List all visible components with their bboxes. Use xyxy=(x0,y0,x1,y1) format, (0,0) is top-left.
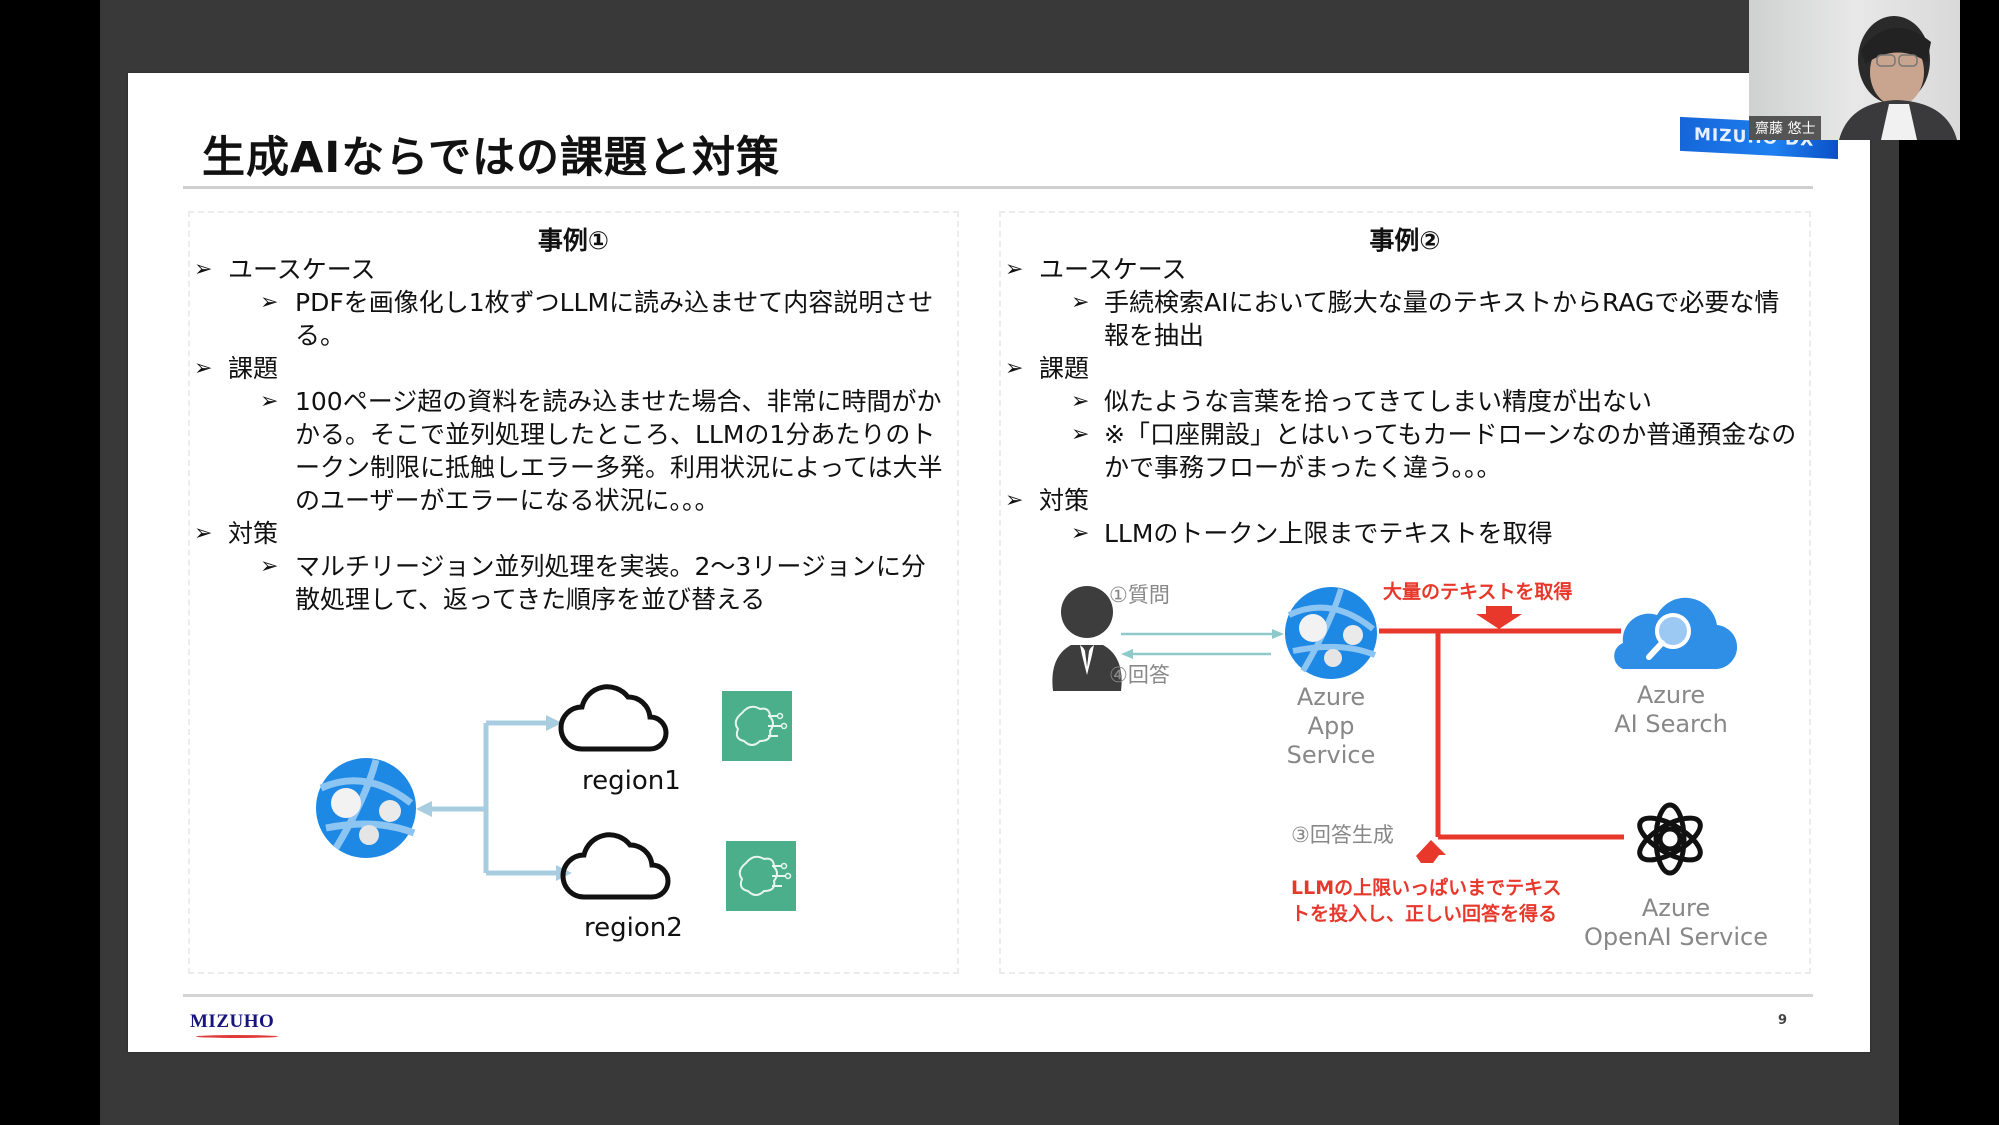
flow-lines xyxy=(1379,628,1624,840)
bullet-arrow-icon: ➢ xyxy=(194,356,213,381)
webcam-thumbnail[interactable]: 齋藤 悠士 xyxy=(1749,0,1960,140)
participant-name: 齋藤 悠士 xyxy=(1749,116,1822,140)
app-service-label: Azure App Service xyxy=(1261,683,1401,770)
right-margin xyxy=(1899,0,1999,1125)
sub-bullet: ➢ マルチリージョン並列処理を実装。2〜3リージョンに分散処理して、返ってきた順序… xyxy=(190,550,957,616)
bullet-usecase: ➢ ユースケース xyxy=(1001,253,1809,286)
footer-divider xyxy=(183,994,1813,997)
section-label: ユースケース xyxy=(1039,255,1187,284)
user-icon xyxy=(1052,586,1122,691)
app-service-label-line2: App Service xyxy=(1286,712,1376,769)
bullet-issue: ➢ 課題 xyxy=(1001,352,1809,385)
bullet-arrow-icon: ➢ xyxy=(1005,257,1024,282)
question-arrow-head xyxy=(1272,629,1284,639)
participant-video xyxy=(1839,16,1957,140)
callout-up-arrow xyxy=(1416,840,1446,863)
bullet-arrow-icon: ➢ xyxy=(194,521,213,546)
sub-bullet: ➢ 似たような言葉を拾ってきてしまい精度が出ない xyxy=(1001,385,1809,418)
openai-label-line1: Azure xyxy=(1641,894,1711,922)
sub-bullet: ➢ LLMのトークン上限までテキストを取得 xyxy=(1001,517,1809,550)
connector-lines xyxy=(430,720,558,876)
ai-search-label: Azure AI Search xyxy=(1601,681,1741,739)
bullet-arrow-icon: ➢ xyxy=(260,290,279,315)
ai-brain-icon-region1 xyxy=(722,691,792,761)
ai-search-label-line1: Azure xyxy=(1636,681,1706,709)
slide: 生成AIならではの課題と対策 MIZUHO DX 事例① ➢ユースケース ➢PD… xyxy=(128,73,1870,1052)
section-label: 対策 xyxy=(228,519,279,548)
multiregion-diagram xyxy=(316,684,796,911)
bullet-arrow-icon: ➢ xyxy=(1005,356,1024,381)
rag-diagram xyxy=(1052,586,1738,876)
case1-panel: 事例① ➢ ユースケース ➢ PDFを画像化し1枚ずつLLMに読み込ませて内容説明さ… xyxy=(188,211,959,974)
sub-bullet: ➢ PDFを画像化し1枚ずつLLMに読み込ませて内容説明させる。 xyxy=(190,286,957,352)
ai-search-icon xyxy=(1614,597,1738,670)
callout-bottom: LLMの上限いっぱいまでテキス トを投入し、正しい回答を得る xyxy=(1291,875,1562,927)
callout-down-arrow xyxy=(1476,606,1522,629)
app-service-icon xyxy=(316,758,416,858)
section-label: 課題 xyxy=(228,354,279,383)
bullet-arrow-icon: ➢ xyxy=(1071,389,1090,414)
openai-label: Azure OpenAI Service xyxy=(1581,894,1771,952)
step4-label: ④回答 xyxy=(1109,663,1170,687)
bullet-issue: ➢ 課題 xyxy=(190,352,957,385)
sub-bullet-text: 100ページ超の資料を読み込ませた場合、非常に時間がかかる。そこで並列処理したと… xyxy=(295,387,943,515)
arrow-to-region1 xyxy=(546,715,562,731)
step3-label: ③回答生成 xyxy=(1291,823,1394,847)
arrow-to-app xyxy=(416,801,432,817)
bullet-arrow-icon: ➢ xyxy=(1005,488,1024,513)
cloud-icon-region1 xyxy=(558,684,669,752)
title-divider xyxy=(183,186,1813,189)
openai-label-line2: OpenAI Service xyxy=(1584,923,1768,951)
bullet-solution: ➢ 対策 xyxy=(190,517,957,550)
section-label: 課題 xyxy=(1039,354,1090,383)
bullet-arrow-icon: ➢ xyxy=(260,554,279,579)
sub-bullet: ➢ 100ページ超の資料を読み込ませた場合、非常に時間がかかる。そこで並列処理した… xyxy=(190,385,957,517)
bullet-arrow-icon: ➢ xyxy=(1071,290,1090,315)
footer-logo: MIZUHO xyxy=(190,1011,279,1038)
case2-panel: 事例② ➢ ユースケース ➢ 手続検索AIにおいて膨大な量のテキストからRAGで必要… xyxy=(999,211,1811,974)
region1-label: region1 xyxy=(582,766,681,796)
case2-heading: 事例② xyxy=(1369,226,1441,255)
bullet-usecase: ➢ ユースケース xyxy=(190,253,957,286)
callout-top: 大量のテキストを取得 xyxy=(1383,581,1573,603)
ai-search-label-line2: AI Search xyxy=(1614,710,1728,738)
callout-bottom-line1: LLMの上限いっぱいまでテキス xyxy=(1291,877,1562,899)
page-number: 9 xyxy=(1778,1013,1788,1028)
openai-icon xyxy=(1637,802,1703,876)
case1-heading: 事例① xyxy=(537,226,610,255)
sub-bullet-text: ※「口座開設」とはいってもカードローンなのか普通預金なのかで事務フローがまったく… xyxy=(1104,420,1797,482)
sub-bullet-text: マルチリージョン並列処理を実装。2〜3リージョンに分散処理して、返ってきた順序を… xyxy=(295,552,926,614)
section-label: 対策 xyxy=(1039,486,1090,515)
app-service-label-line1: Azure xyxy=(1296,683,1366,711)
slide-title: 生成AIならではの課題と対策 xyxy=(202,133,780,183)
bullet-arrow-icon: ➢ xyxy=(260,389,279,414)
ai-brain-icon-region2 xyxy=(726,841,796,911)
sub-bullet-text: 似たような言葉を拾ってきてしまい精度が出ない xyxy=(1104,387,1653,416)
sub-bullet-text: LLMのトークン上限までテキストを取得 xyxy=(1104,519,1553,548)
sub-bullet: ➢ ※「口座開設」とはいってもカードローンなのか普通預金なのかで事務フローがまった… xyxy=(1001,418,1809,484)
region2-label: region2 xyxy=(584,913,683,943)
app-service-icon xyxy=(1285,587,1377,679)
bullet-solution: ➢ 対策 xyxy=(1001,484,1809,517)
callout-bottom-line2: トを投入し、正しい回答を得る xyxy=(1291,903,1558,925)
sub-bullet-text: PDFを画像化し1枚ずつLLMに読み込ませて内容説明させる。 xyxy=(295,288,934,350)
section-label: ユースケース xyxy=(228,255,376,284)
sub-bullet: ➢ 手続検索AIにおいて膨大な量のテキストからRAGで必要な情報を抽出 xyxy=(1001,286,1809,352)
step1-label: ①質問 xyxy=(1109,583,1170,607)
bullet-arrow-icon: ➢ xyxy=(1071,521,1090,546)
bullet-arrow-icon: ➢ xyxy=(1071,422,1090,447)
case1-bullets: ➢ユースケース ➢PDFを画像化し1枚ずつLLMに読み込ませて内容説明させる。 … xyxy=(190,253,957,616)
answer-arrow-head xyxy=(1121,649,1133,659)
bullet-arrow-icon: ➢ xyxy=(194,257,213,282)
cloud-icon-region2 xyxy=(560,832,671,900)
sub-bullet-text: 手続検索AIにおいて膨大な量のテキストからRAGで必要な情報を抽出 xyxy=(1104,288,1780,350)
case2-bullets: ➢ ユースケース ➢ 手続検索AIにおいて膨大な量のテキストからRAGで必要な情報を… xyxy=(1001,253,1809,550)
